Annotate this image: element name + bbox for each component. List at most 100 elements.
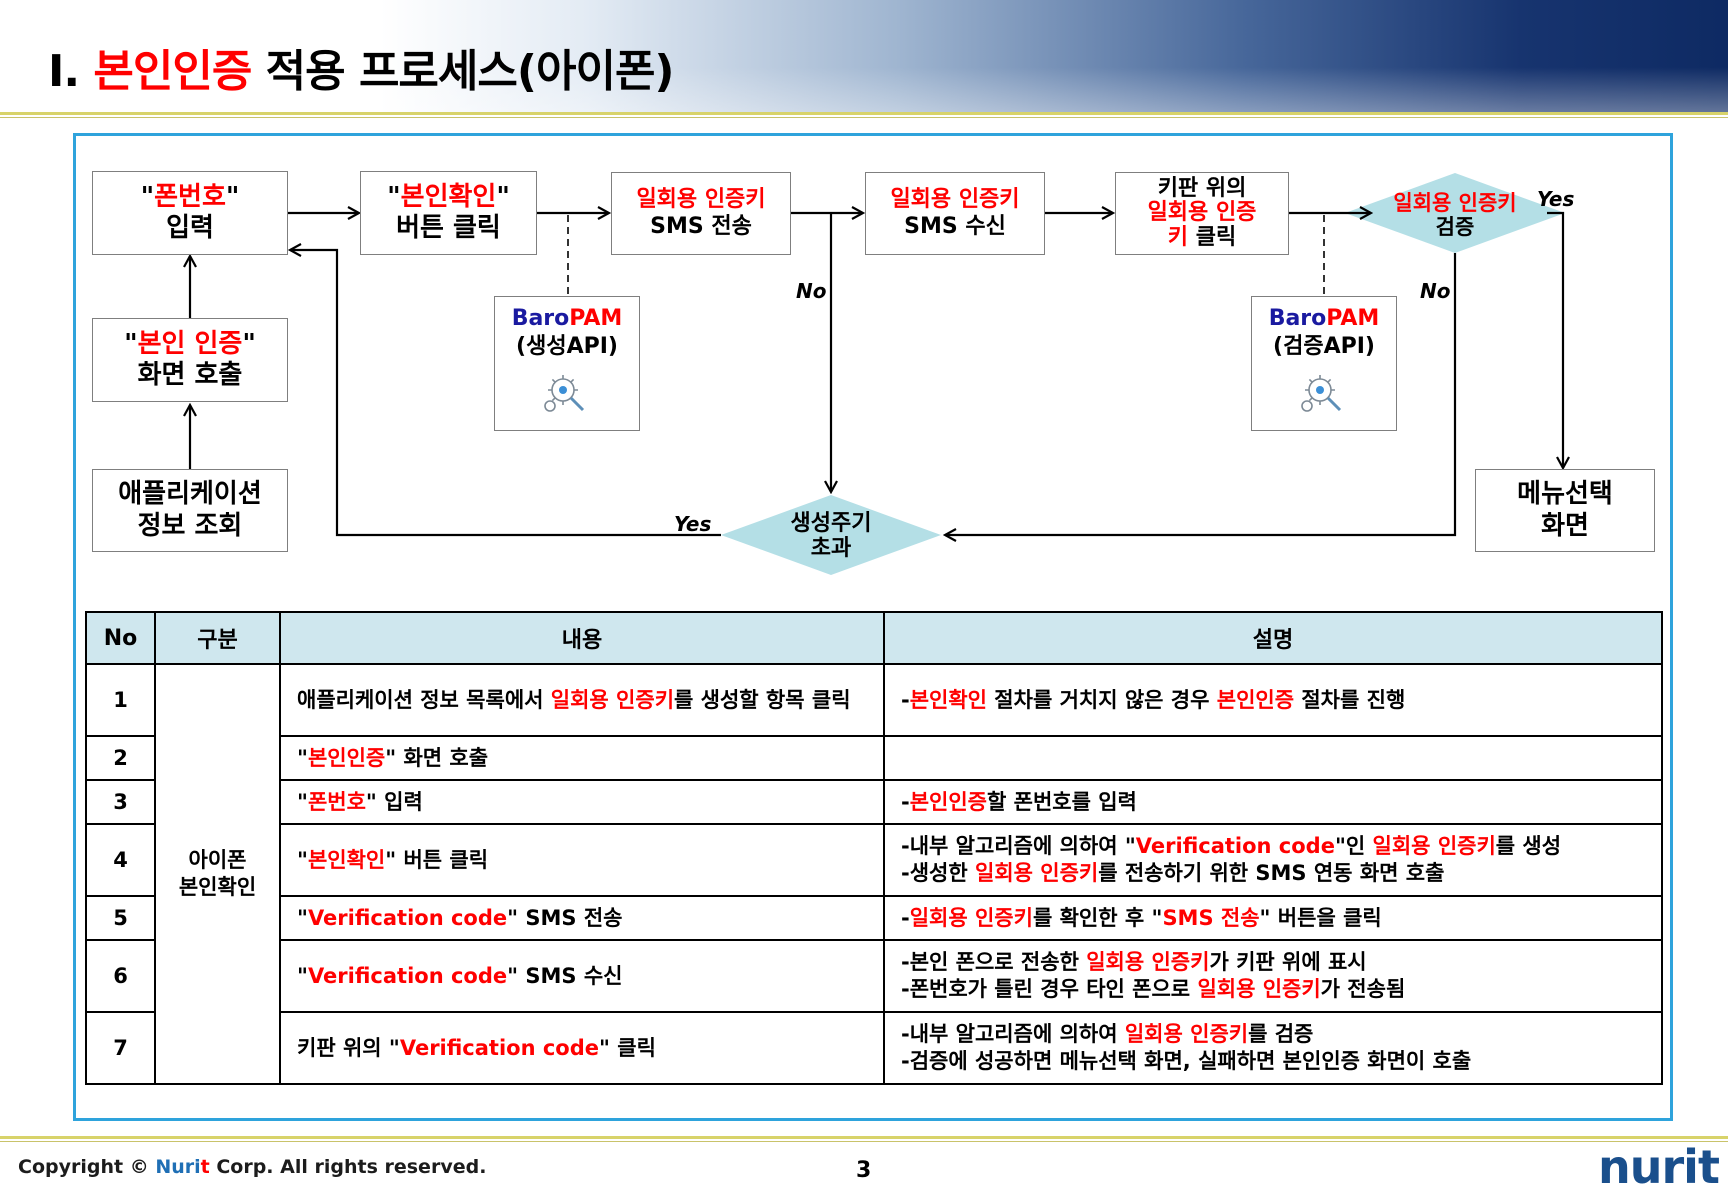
content-text: ": [297, 963, 308, 988]
content-cell: "폰번호" 입력: [279, 779, 885, 825]
header-no: No: [85, 611, 156, 665]
description-cell: [883, 735, 1663, 781]
content-text: ": [297, 905, 308, 930]
description-text: 를 검증: [1248, 1022, 1314, 1046]
table-header-row: No 구분 내용 설명: [85, 611, 1663, 665]
row-number: 2: [85, 735, 156, 781]
title-rest: 적용 프로세스(아이폰): [265, 46, 675, 97]
description-highlight: 일회용 인증키: [1197, 977, 1321, 1001]
description-text: 를 확인한 후 ": [1032, 905, 1163, 930]
row-number: 6: [85, 939, 156, 1013]
content-text: 키판 위의 ": [297, 1035, 400, 1060]
description-text: "인: [1334, 834, 1373, 858]
description-line: -본인 폰으로 전송한 일회용 인증키가 키판 위에 표시: [901, 949, 1645, 976]
row-number: 3: [85, 779, 156, 825]
description-line: -내부 알고리즘에 의하여 "Verification code"인 일회용 인…: [901, 833, 1645, 860]
gear-search-icon: [1301, 375, 1342, 412]
description-highlight: 일회용 인증키: [1372, 834, 1496, 858]
step-sms-send: 일회용 인증키 SMS 전송: [611, 172, 791, 255]
gear-search-icon: [544, 375, 585, 412]
description-highlight: 일회용 인증키: [1124, 1022, 1249, 1046]
description-line: -폰번호가 틀린 경우 타인 폰으로 일회용 인증키가 전송됨: [901, 976, 1645, 1003]
description-text: 절차를 진행: [1294, 687, 1406, 712]
description-highlight: 일회용 인증키: [909, 905, 1033, 930]
description-text: -본인 폰으로 전송한: [901, 950, 1087, 974]
content-cell: 키판 위의 "Verification code" 클릭: [279, 1011, 885, 1085]
description-text: -: [901, 905, 910, 930]
sms-receive-label: SMS 수신: [904, 213, 1006, 239]
step-phone-input-label: 입력: [166, 213, 214, 243]
table-row: 5 "Verification code" SMS 전송 -일회용 인증키를 확인한…: [85, 895, 1663, 941]
content-highlight: 본인확인: [307, 847, 386, 872]
description-text: -내부 알고리즘에 의하여: [901, 1022, 1125, 1046]
header-rule: [0, 112, 1728, 115]
table-row: 2 "본인인증" 화면 호출: [85, 735, 1663, 781]
description-text: " 버튼을 클릭: [1259, 905, 1382, 930]
description-text: -폰번호가 틀린 경우 타인 폰으로: [901, 977, 1198, 1001]
description-cell: -본인확인 절차를 거치지 않은 경우 본인인증 절차를 진행: [883, 663, 1663, 737]
phone-number-label: 폰번호: [154, 181, 226, 212]
content-cell: "Verification code" SMS 수신: [279, 939, 885, 1013]
step-sms-receive: 일회용 인증키 SMS 수신: [865, 172, 1045, 255]
description-line: -본인인증할 폰번호를 입력: [901, 789, 1645, 816]
content-highlight: 일회용 인증키: [550, 687, 675, 712]
auth-label: 본인 인증: [137, 328, 243, 359]
otp-key-label: 일회용 인증키: [636, 187, 766, 213]
header-content: 내용: [279, 611, 885, 665]
step-auth-screen: "본인 인증" 화면 호출: [92, 318, 288, 402]
row-number: 1: [85, 663, 156, 737]
description-text: 절차를 거치지 않은 경우: [987, 687, 1217, 712]
step-keypad-click: 키판 위의 일회용 인증 키 클릭: [1115, 172, 1289, 255]
content-text: 애플리케이션 정보 목록에서: [297, 687, 551, 712]
step-confirm-click-label: 버튼 클릭: [396, 213, 501, 243]
row-number: 4: [85, 823, 156, 897]
row-number: 5: [85, 895, 156, 941]
content-highlight: Verification code: [307, 905, 508, 930]
category-line: 아이폰: [188, 848, 247, 872]
content-text: " 버튼 클릭: [385, 847, 489, 872]
title-prefix: Ⅰ.: [48, 46, 80, 97]
header-description: 설명: [883, 611, 1663, 665]
header-background: [0, 0, 1728, 112]
decision-expired-text: 생성주기 초과: [790, 510, 872, 561]
description-line: -검증에 성공하면 메뉴선택 화면, 실패하면 본인인증 화면이 호출: [901, 1048, 1645, 1075]
step-menu-select: 메뉴선택 화면: [1475, 469, 1655, 552]
api-generate-box: BaroPAM (생성API): [494, 296, 640, 431]
content-text: " SMS 전송: [507, 905, 623, 930]
content-cell: "본인인증" 화면 호출: [279, 735, 885, 781]
description-text: 가 전송됨: [1320, 977, 1406, 1001]
footer-rule: [0, 1136, 1728, 1139]
description-line: -일회용 인증키를 확인한 후 "SMS 전송" 버튼을 클릭: [901, 905, 1645, 932]
content-text: " SMS 수신: [507, 963, 623, 988]
table-row: 6 "Verification code" SMS 수신 -본인 폰으로 전송한 일…: [85, 939, 1663, 1013]
step-phone-input: "폰번호" 입력: [92, 171, 288, 255]
description-text: -: [901, 687, 910, 712]
label-yes-left: Yes: [674, 512, 712, 536]
row-number: 7: [85, 1011, 156, 1085]
description-cell: -본인인증할 폰번호를 입력: [883, 779, 1663, 825]
description-cell: -일회용 인증키를 확인한 후 "SMS 전송" 버튼을 클릭: [883, 895, 1663, 941]
table-row: 7 키판 위의 "Verification code" 클릭 -내부 알고리즘에 의…: [85, 1011, 1663, 1085]
table-row: 4"본인확인" 버튼 클릭-내부 알고리즘에 의하여 "Verification…: [85, 823, 1663, 897]
description-text: -내부 알고리즘에 의하여 ": [901, 834, 1136, 858]
label-no-right: No: [1420, 279, 1451, 303]
description-highlight: SMS 전송: [1162, 905, 1260, 930]
description-text: -생성한: [901, 861, 975, 885]
description-highlight: 본인확인: [909, 687, 987, 712]
description-text: -: [901, 789, 910, 814]
content-highlight: Verification code: [307, 963, 508, 988]
content-text: ": [297, 745, 308, 770]
sms-send-label: SMS 전송: [650, 213, 752, 239]
description-highlight: 일회용 인증키: [1086, 950, 1210, 974]
content-frame: [73, 133, 1673, 1121]
content-text: " 클릭: [599, 1035, 656, 1060]
content-highlight: 본인인증: [307, 745, 386, 770]
description-text: 가 키판 위에 표시: [1209, 950, 1367, 974]
label-no-left: No: [796, 279, 827, 303]
header-fade: [0, 0, 1728, 112]
page-title: Ⅰ. 본인인증 적용 프로세스(아이폰): [48, 42, 675, 102]
